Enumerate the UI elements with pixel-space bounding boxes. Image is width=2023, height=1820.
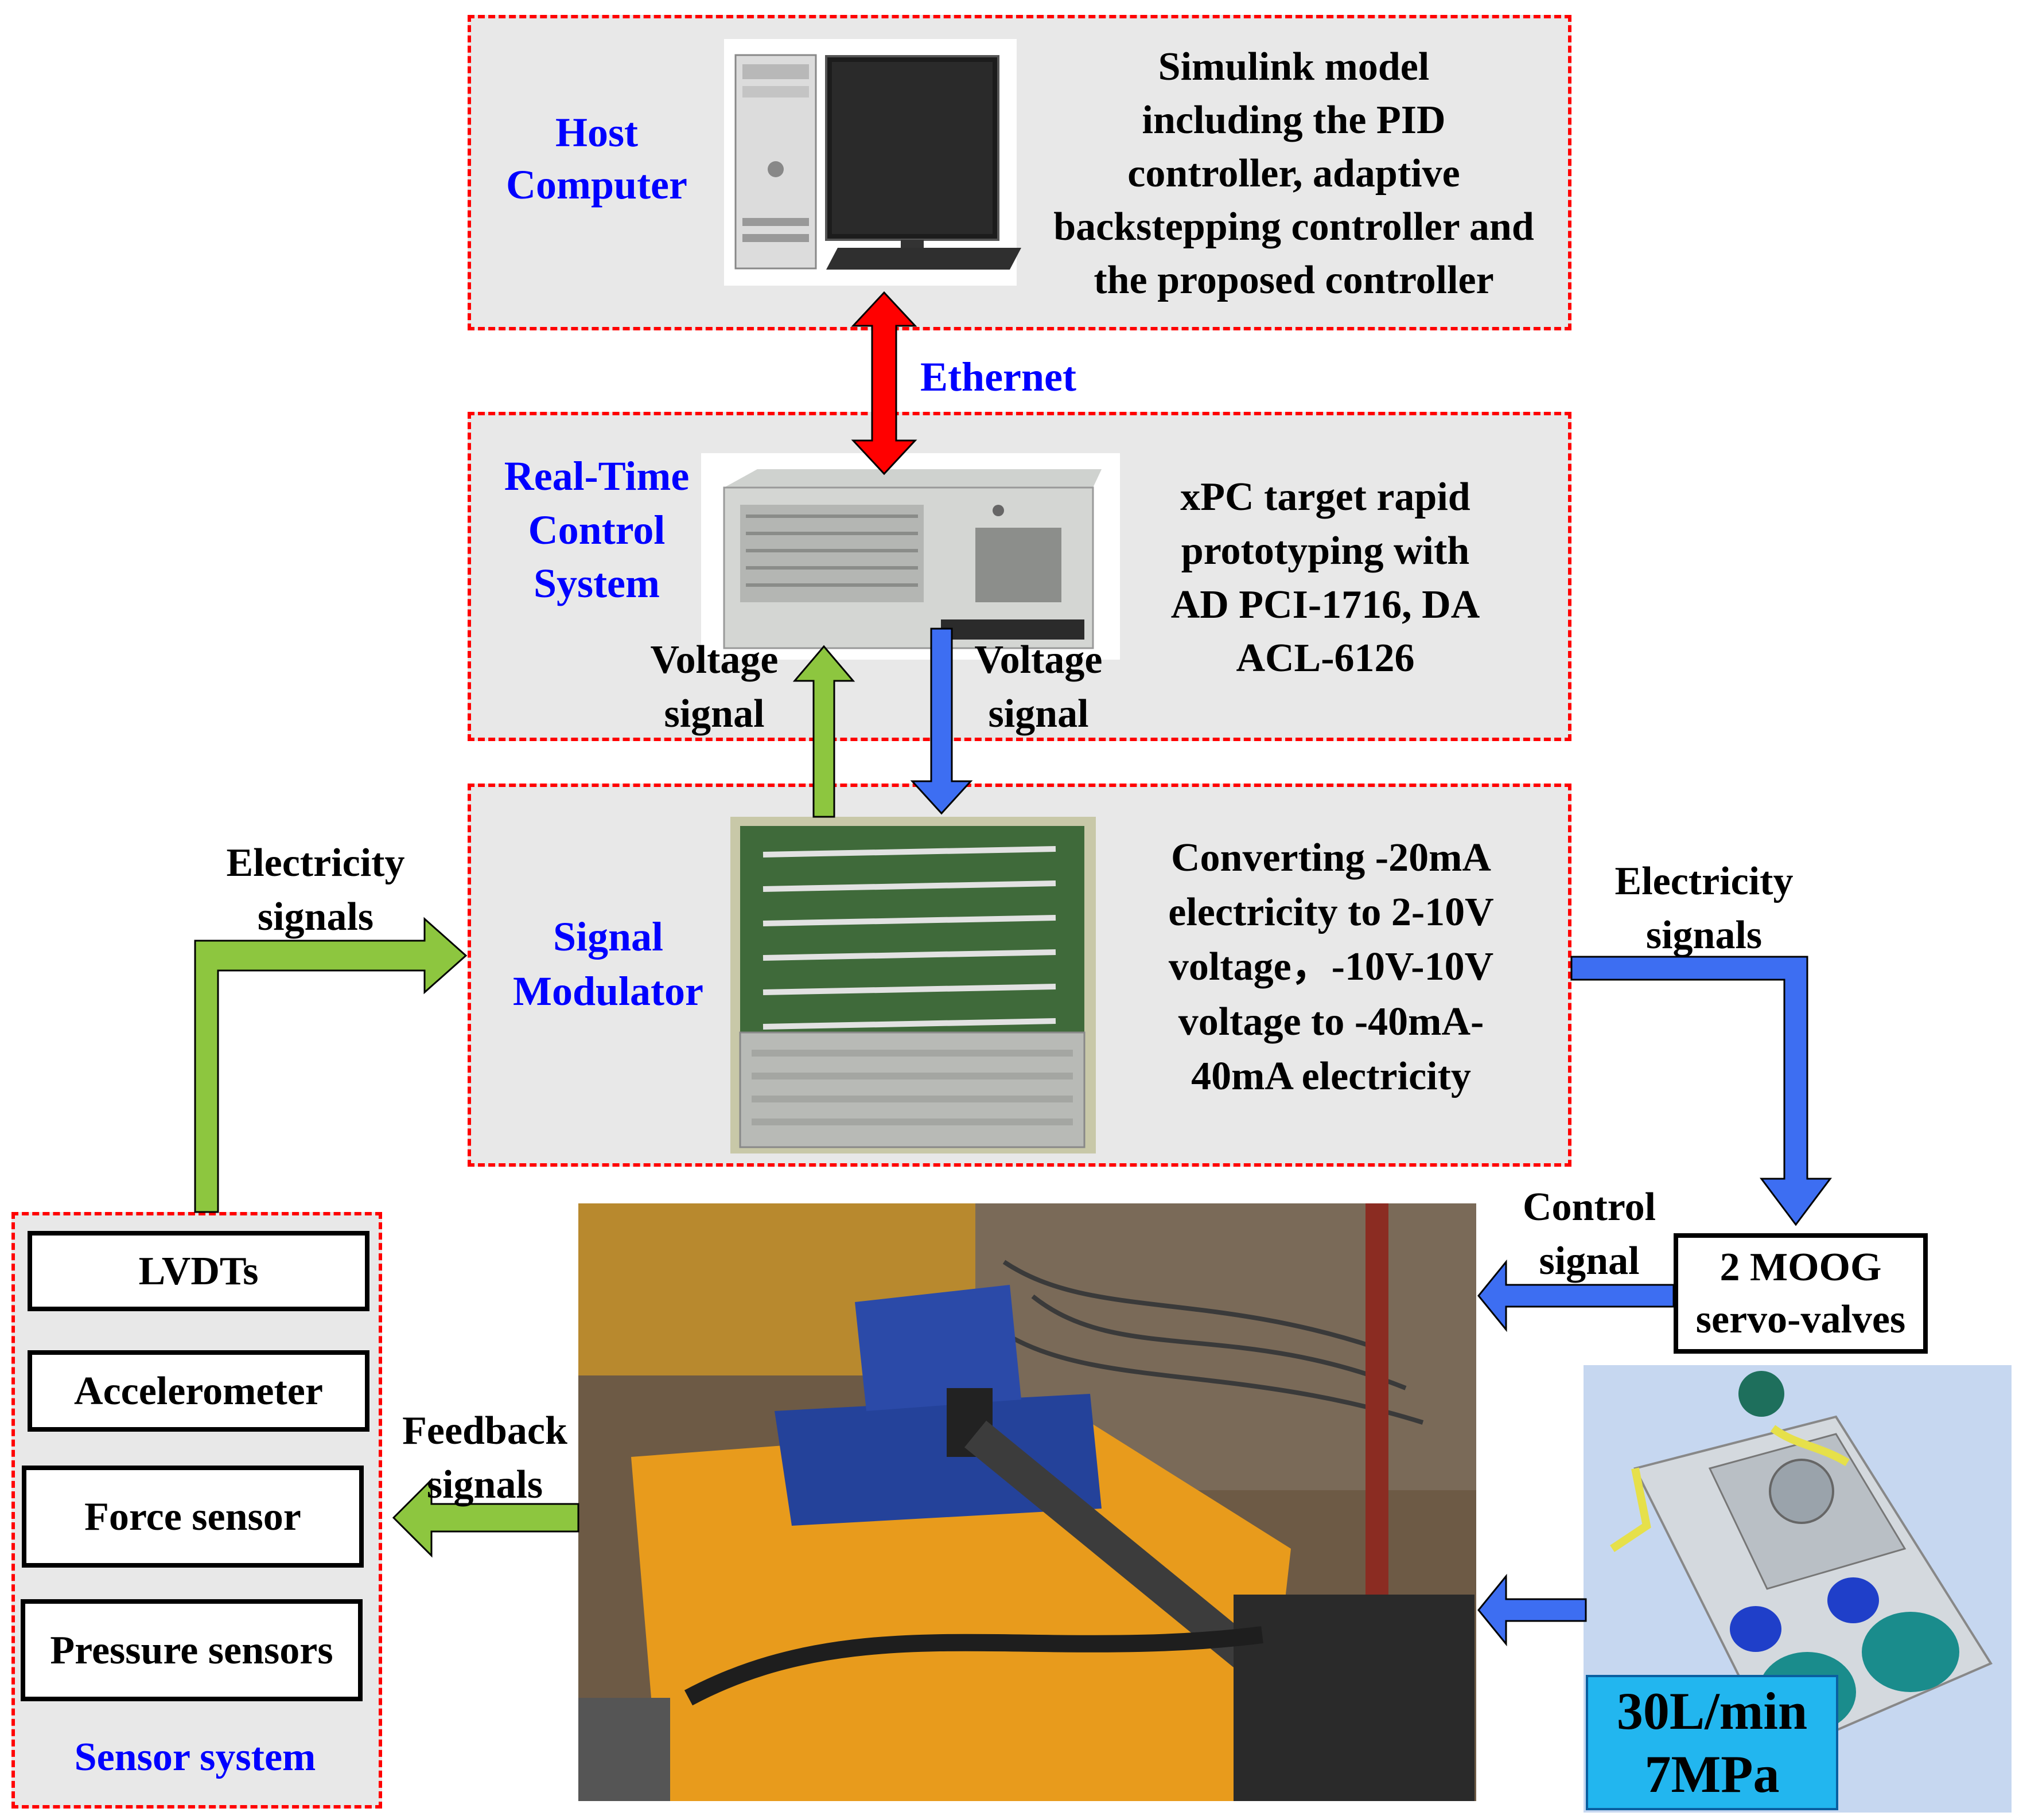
pump-arrow [1477,1573,1587,1647]
control-signal-label: Control signal [1522,1185,1656,1283]
rtcs-description: xPC target rapid prototyping with AD PCI… [1170,475,1480,681]
sensor-item-accelerometer: Accelerometer [28,1350,369,1432]
servo-valves-box: 2 MOOG servo-valves [1674,1233,1928,1354]
host-computer-label: Host Computer [506,110,687,208]
signal-modulator-description: Converting -20mA electricity to 2-10V vo… [1168,836,1494,1098]
host-computer-panel [468,15,1571,330]
sensor-item-pressure-sensors: Pressure sensors [21,1599,363,1701]
ethernet-label: Ethernet [920,354,1076,400]
electricity-left-arrow [194,917,468,1213]
feedback-label: Feedback signals [402,1409,567,1507]
pump-spec-label: 30L/min 7MPa [1586,1675,1838,1810]
electricity-right-label: Electricity signals [1614,859,1794,957]
voltage-up-label: Voltage signal [650,638,779,736]
host-computer-description: Simulink model including the PID control… [1053,45,1534,303]
voltage-down-label: Voltage signal [974,638,1103,736]
sensor-item-lvdts: LVDTs [28,1231,369,1311]
rtcs-label: Real-Time Control System [504,453,690,607]
signal-modulator-label: Signal Modulator [513,914,703,1015]
sensor-item-force-sensor: Force sensor [22,1466,364,1568]
sensor-system-label: Sensor system [74,1735,316,1779]
electricity-left-label: Electricity signals [226,841,405,939]
